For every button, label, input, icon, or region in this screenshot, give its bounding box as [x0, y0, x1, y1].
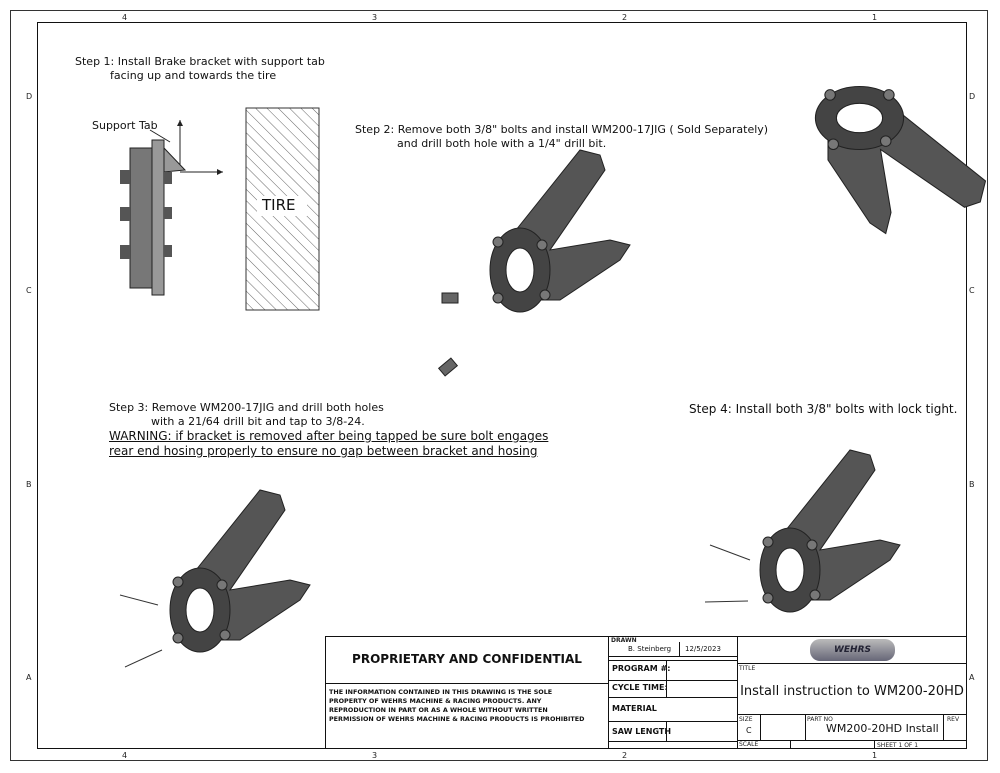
disclaimer-line: REPRODUCTION IN PART OR AS A WHOLE WITHO…: [329, 706, 548, 714]
drawn-label: DRAWN: [611, 637, 637, 644]
zone-col-2-bottom: 2: [622, 751, 628, 760]
step1-text: Step 1: Install Brake bracket with suppo…: [75, 55, 325, 83]
warning-line2: rear end hosing properly to ensure no ga…: [109, 444, 538, 458]
zone-row-b-right: B: [969, 480, 975, 489]
size-value: C: [746, 726, 752, 735]
part-number: WM200-20HD Install: [826, 722, 939, 735]
drawn-by: B. Steinberg: [628, 645, 672, 653]
step3-bracket: [169, 489, 311, 653]
scale-label: SCALE: [739, 741, 759, 748]
tire-label: TIRE: [262, 196, 296, 214]
saw-length-label: SAW LENGTH: [612, 727, 672, 736]
rev-label: REV: [947, 716, 960, 723]
proprietary-block: [325, 636, 609, 749]
proprietary-title: PROPRIETARY AND CONFIDENTIAL: [352, 652, 582, 666]
zone-row-c-right: C: [969, 286, 975, 295]
zone-col-1-bottom: 1: [872, 751, 878, 760]
warning-line1: WARNING: if bracket is removed after bei…: [109, 429, 549, 443]
cycle-time-label: CYCLE TIME:: [612, 683, 668, 692]
zone-row-b: B: [26, 480, 32, 489]
zone-col-3: 3: [372, 13, 378, 22]
side-view-bracket: [120, 120, 223, 296]
disclaimer-line: THE INFORMATION CONTAINED IN THIS DRAWIN…: [329, 688, 553, 696]
part-no-label: PART NO: [807, 716, 833, 723]
drawn-date: 12/5/2023: [685, 645, 721, 653]
step2-bracket: [489, 149, 631, 313]
support-tab-label: Support Tab: [92, 119, 158, 132]
zone-col-4-bottom: 4: [122, 751, 128, 760]
title-area: [737, 636, 967, 749]
step1-iso-bracket: [814, 85, 987, 235]
zone-col-2: 2: [622, 13, 628, 22]
zone-row-c: C: [26, 286, 32, 295]
step3-text: Step 3: Remove WM200-17JIG and drill bot…: [109, 401, 548, 459]
step3-line2: with a 21/64 drill bit and tap to 3/8-24…: [151, 415, 365, 428]
disclaimer-line: PROPERTY OF WEHRS MACHINE & RACING PRODU…: [329, 697, 542, 705]
step2-line1: Step 2: Remove both 3/8" bolts and insta…: [355, 123, 769, 136]
sheet-number: SHEET 1 OF 1: [877, 742, 919, 749]
company-logo: WEHRS: [810, 639, 895, 661]
size-label: SIZE: [739, 716, 753, 723]
zone-col-4: 4: [122, 13, 128, 22]
program-label: PROGRAM #:: [612, 664, 671, 673]
step4-bracket: [759, 449, 901, 613]
step4-text: Step 4: Install both 3/8" bolts with loc…: [689, 402, 958, 416]
zone-row-d-right: D: [969, 92, 976, 101]
step2-text: Step 2: Remove both 3/8" bolts and insta…: [355, 123, 768, 151]
drawing-title: Install instruction to WM200-20HD: [740, 684, 964, 699]
outer-border: [10, 10, 988, 761]
zone-col-1: 1: [872, 13, 878, 22]
zone-row-a: A: [26, 673, 32, 682]
zone-row-d: D: [26, 92, 33, 101]
zone-row-a-right: A: [969, 673, 975, 682]
disclaimer-line: PERMISSION OF WEHRS MACHINE & RACING PRO…: [329, 715, 585, 723]
zone-col-3-bottom: 3: [372, 751, 378, 760]
material-label: MATERIAL: [612, 704, 657, 713]
title-label: TITLE: [739, 665, 756, 672]
step2-line2: and drill both hole with a 1/4" drill bi…: [397, 137, 607, 150]
step3-line1: Step 3: Remove WM200-17JIG and drill bot…: [109, 401, 384, 414]
step1-line2: facing up and towards the tire: [110, 69, 277, 82]
disclaimer: THE INFORMATION CONTAINED IN THIS DRAWIN…: [329, 688, 584, 724]
step1-line1: Step 1: Install Brake bracket with suppo…: [75, 55, 325, 68]
